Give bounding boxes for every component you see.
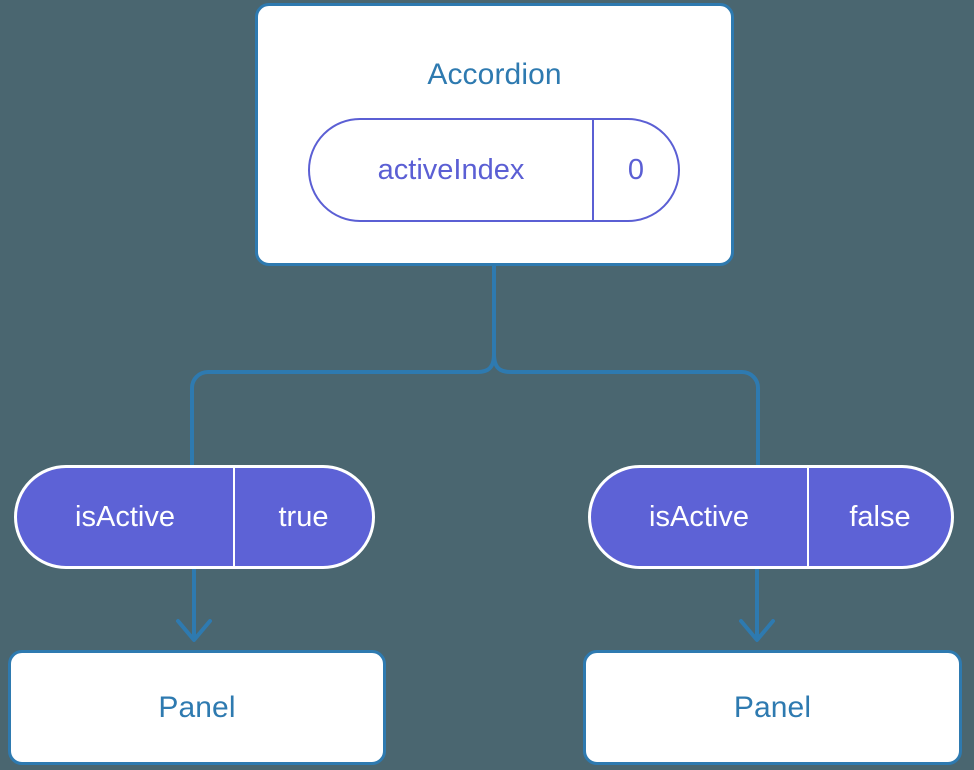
state-pill-active-index-value: 0 xyxy=(627,153,645,186)
arrow-down-icon-right xyxy=(739,569,775,642)
panel-title-left: Panel xyxy=(158,690,236,724)
panel-component-card-left: Panel xyxy=(8,650,386,765)
panel-title-right: Panel xyxy=(733,690,812,724)
prop-pill-is-active-false: isActive false xyxy=(588,465,954,569)
prop-pill-is-active-true-key: isActive xyxy=(17,468,235,566)
prop-pill-is-active-true: isActive true xyxy=(14,465,375,569)
arrow-down-icon-left xyxy=(176,569,212,642)
accordion-title: Accordion xyxy=(427,58,562,91)
prop-pill-is-active-false-key: isActive xyxy=(591,468,809,566)
prop-pill-is-active-false-value: false xyxy=(849,500,911,533)
state-pill-active-index-key: activeIndex xyxy=(310,120,594,220)
panel-component-card-right: Panel xyxy=(583,650,962,765)
state-pill-active-index: activeIndex 0 xyxy=(308,118,680,222)
prop-pill-is-active-true-value: true xyxy=(278,500,329,533)
